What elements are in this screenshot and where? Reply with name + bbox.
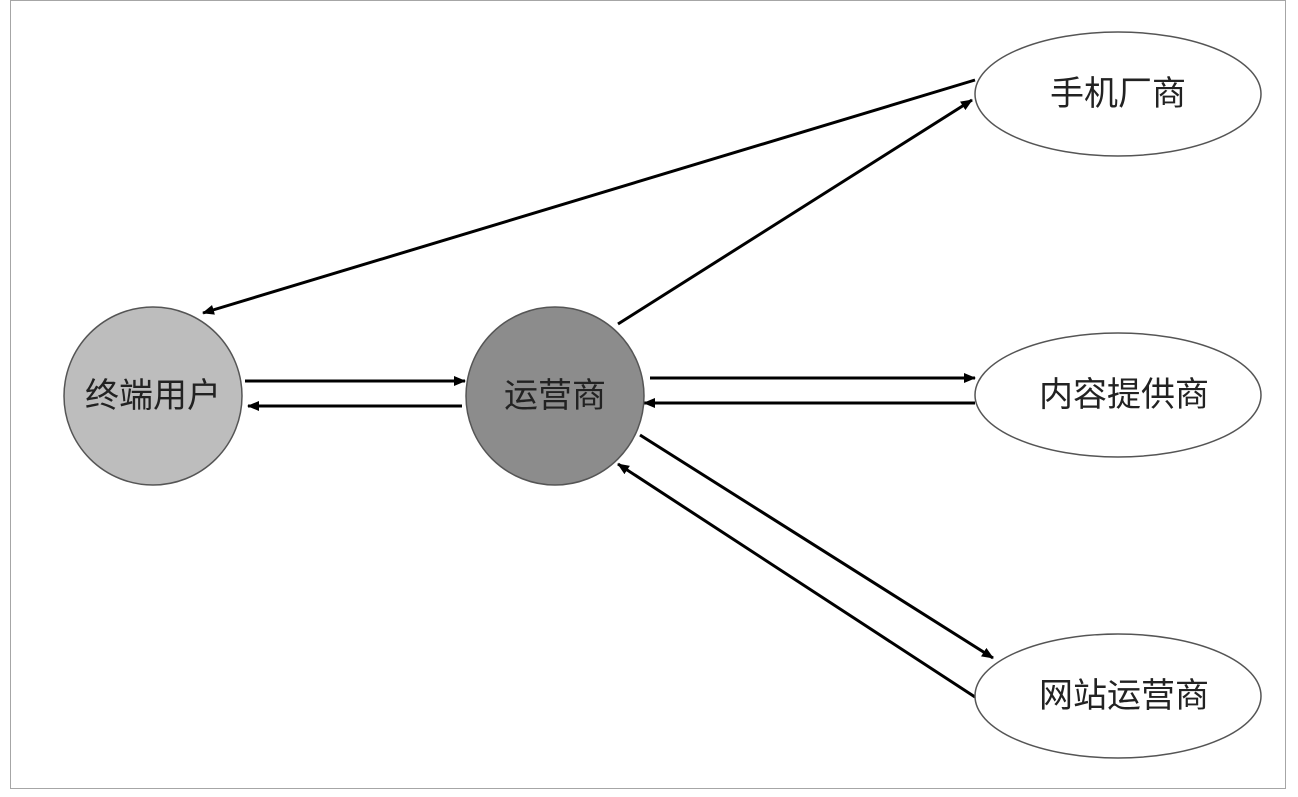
edge-operator-to-website-operator xyxy=(639,433,994,660)
node-phone-maker-label: 手机厂商 xyxy=(1050,74,1186,114)
node-content-provider[interactable]: 内容提供商 xyxy=(974,332,1262,458)
node-phone-maker-shape xyxy=(974,31,1262,157)
node-end-user[interactable]: 终端用户 xyxy=(63,306,243,486)
node-end-user-shape xyxy=(63,306,243,486)
edges xyxy=(202,78,994,699)
edge-website-operator-to-operator xyxy=(617,462,976,699)
node-content-provider-shape xyxy=(974,332,1262,458)
node-operator-shape xyxy=(465,306,645,486)
edge-operator-to-phone-maker xyxy=(617,98,973,326)
edge-phone-maker-to-end-user xyxy=(202,78,976,315)
node-operator-label: 运营商 xyxy=(504,376,606,416)
node-website-operator-shape xyxy=(974,633,1262,759)
node-website-operator[interactable]: 网站运营商 xyxy=(974,633,1262,759)
node-content-provider-label: 内容提供商 xyxy=(1039,375,1209,415)
node-end-user-label: 终端用户 xyxy=(85,376,221,416)
node-phone-maker[interactable]: 手机厂商 xyxy=(974,31,1262,157)
node-website-operator-label: 网站运营商 xyxy=(1039,676,1209,716)
node-operator[interactable]: 运营商 xyxy=(465,306,645,486)
